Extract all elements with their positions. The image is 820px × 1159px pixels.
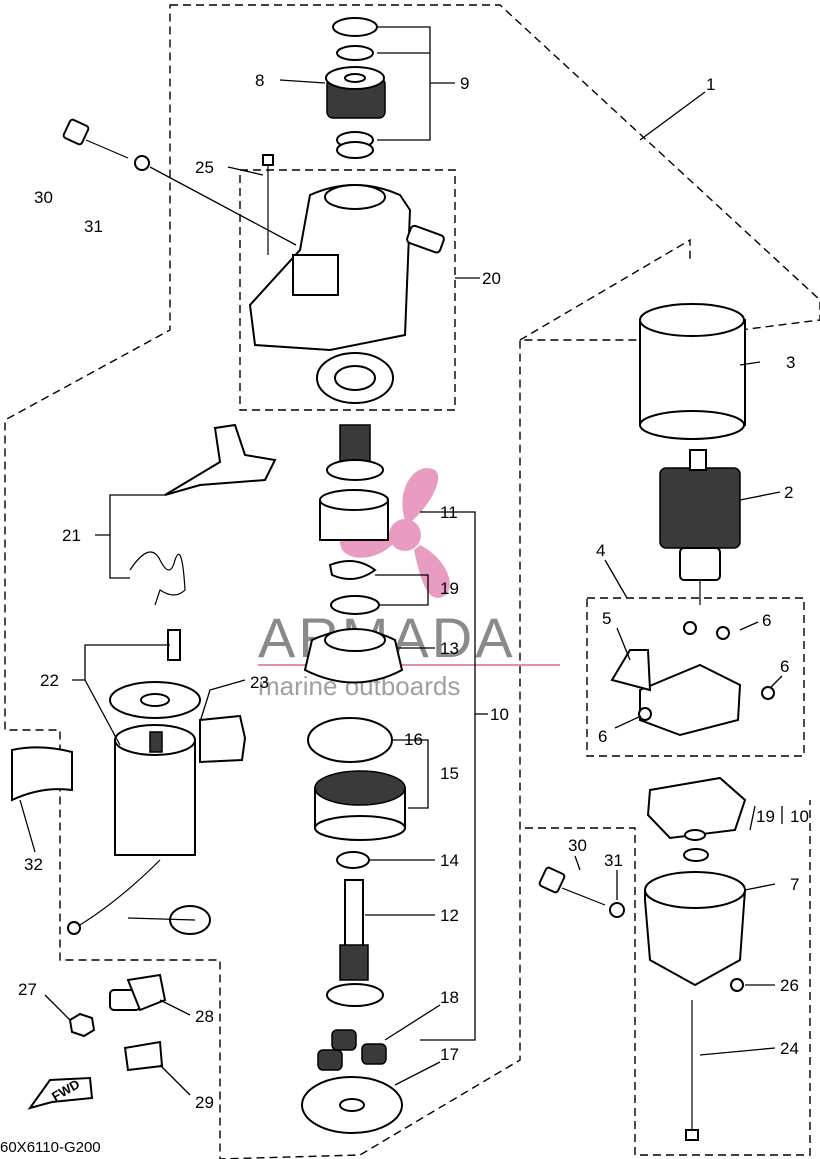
part-22-magnetic-switch xyxy=(67,629,201,935)
part-8-pinion-gear xyxy=(325,66,386,119)
part-31-washer-left xyxy=(134,155,150,171)
part-23-damper xyxy=(199,714,247,764)
subassembly-outline-20 xyxy=(239,169,456,411)
part-26-screw xyxy=(730,978,744,992)
part-30-bolt-left xyxy=(62,118,129,159)
part-16-ring xyxy=(307,717,393,763)
callout-6c: 6 xyxy=(598,727,607,746)
callout-29: 29 xyxy=(195,1093,214,1112)
part-32-cover xyxy=(11,746,73,802)
part-13-planet-carrier xyxy=(303,628,404,684)
part-15-internal-gear xyxy=(314,770,406,841)
part-20-bearing xyxy=(316,352,394,404)
callout-8: 8 xyxy=(255,71,264,90)
part-14-bushing xyxy=(336,851,370,869)
callout-13: 13 xyxy=(440,639,459,658)
callout-30b: 30 xyxy=(568,836,587,855)
part-6-brush-b xyxy=(716,626,730,640)
part-21-shift-lever xyxy=(129,423,277,606)
callout-6a: 6 xyxy=(762,611,771,630)
callout-19b: 19 xyxy=(756,807,775,826)
callout-22: 22 xyxy=(40,671,59,690)
callout-27: 27 xyxy=(18,980,37,999)
subassembly-outline-7 xyxy=(525,800,811,1156)
callout-19a: 19 xyxy=(440,579,459,598)
part-18-planet-gears xyxy=(317,1029,387,1071)
part-7-rear-cover xyxy=(644,871,747,987)
callout-15: 15 xyxy=(440,764,459,783)
part-28-terminal xyxy=(109,973,167,1012)
part-20-front-housing xyxy=(248,184,445,352)
part-27-nut xyxy=(68,1012,96,1038)
part-31-washer-right xyxy=(609,902,625,918)
callout-11: 11 xyxy=(440,503,458,522)
callout-32: 32 xyxy=(24,855,43,874)
part-4-brush-holder xyxy=(610,649,742,737)
callout-labels: 1 2 3 4 5 6 6 6 7 8 9 10 11 12 13 14 15 … xyxy=(18,71,809,1112)
callout-10: 10 xyxy=(490,705,509,724)
part-19-circlip-center xyxy=(328,560,377,580)
part-6-brush-d xyxy=(638,707,652,721)
callout-31a: 31 xyxy=(84,217,103,236)
part-12-shaft-assy xyxy=(326,879,384,1007)
callout-4: 4 xyxy=(596,541,605,560)
subassembly-outline-4 xyxy=(586,597,805,757)
part-19-cover-plate-right xyxy=(646,776,747,840)
part-24-through-bolt xyxy=(685,1000,699,1141)
callout-26: 26 xyxy=(780,976,799,995)
part-6-brush-a xyxy=(683,621,697,635)
callout-6b: 6 xyxy=(780,657,789,676)
callout-24: 24 xyxy=(780,1039,799,1058)
part-11-gear-shaft xyxy=(319,424,389,541)
part-25-long-bolt xyxy=(262,154,274,255)
diagram-code: 60X6110-G200 xyxy=(0,1139,101,1156)
callout-18: 18 xyxy=(440,988,459,1007)
assembly-outline-1 xyxy=(4,4,820,1159)
part-29-clip xyxy=(123,1040,164,1072)
part-19-small-washer-right xyxy=(684,829,706,841)
subassembly-outline-10 xyxy=(519,238,691,341)
part-7-bushing xyxy=(683,848,709,862)
callout-31b: 31 xyxy=(604,851,623,870)
callout-23: 23 xyxy=(250,673,269,692)
callout-3: 3 xyxy=(786,353,795,372)
callout-30a: 30 xyxy=(34,188,53,207)
callout-9: 9 xyxy=(460,74,469,93)
callout-2: 2 xyxy=(784,483,793,502)
callout-1: 1 xyxy=(706,75,715,94)
callout-19b-ref: 10 xyxy=(790,807,809,826)
callout-17: 17 xyxy=(440,1045,459,1064)
watermark-propeller-icon xyxy=(339,468,450,598)
callout-20: 20 xyxy=(482,269,501,288)
part-6-brush-c xyxy=(761,686,775,700)
callout-7: 7 xyxy=(790,875,799,894)
part-3-yoke xyxy=(639,303,746,440)
callout-12: 12 xyxy=(440,906,459,925)
part-30-bolt-right xyxy=(538,866,606,906)
callout-21: 21 xyxy=(62,526,81,545)
fwd-arrow-icon: FWD xyxy=(27,1076,94,1110)
callout-14: 14 xyxy=(440,851,459,870)
part-19-washer-center xyxy=(330,595,380,615)
part-17-plate xyxy=(301,1076,403,1134)
callout-25: 25 xyxy=(195,158,214,177)
callout-16: 16 xyxy=(404,730,423,749)
part-2-armature xyxy=(659,449,741,605)
watermark: ARMADA marine outboards xyxy=(258,468,560,701)
leader-lines xyxy=(19,26,783,1096)
callout-28: 28 xyxy=(195,1007,214,1026)
callout-5: 5 xyxy=(602,609,611,628)
part-9-clip-ring xyxy=(332,17,378,159)
